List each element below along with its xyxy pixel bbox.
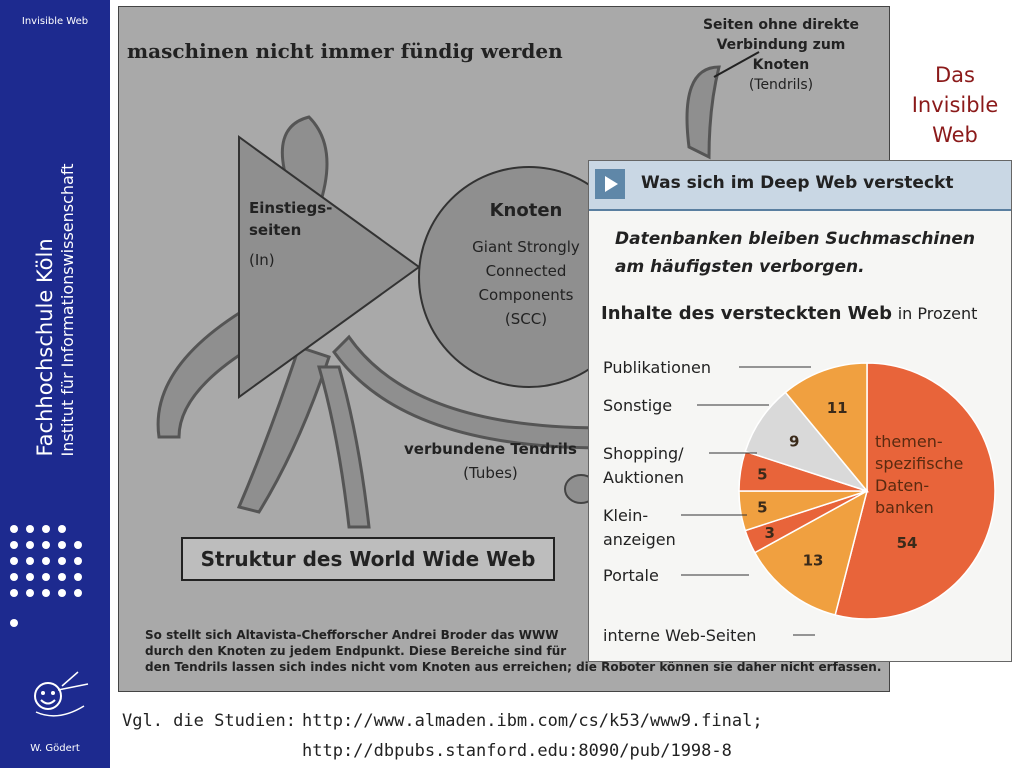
core-line: (SCC) bbox=[504, 310, 548, 328]
dot bbox=[10, 557, 18, 565]
dot bbox=[10, 619, 18, 627]
chart-title-text: Inhalte des versteckten Web bbox=[601, 303, 892, 324]
structure-box: Struktur des World Wide Web bbox=[181, 537, 555, 581]
legend-label: Klein- bbox=[603, 506, 648, 525]
panel-subhead: Datenbanken bleiben Suchmaschinen am häu… bbox=[615, 225, 975, 281]
dot-pattern bbox=[10, 525, 100, 635]
dot bbox=[10, 573, 18, 581]
dot bbox=[26, 589, 34, 597]
tendrils-label-line: Verbindung zum bbox=[716, 37, 846, 53]
in-label-line: seiten bbox=[249, 221, 302, 239]
legend-label: Shopping/ bbox=[603, 444, 684, 463]
slice-value-label: 3 bbox=[764, 524, 774, 542]
slice-value-label: 11 bbox=[827, 399, 848, 417]
legend-label: Publikationen bbox=[603, 358, 711, 377]
core-line: Giant Strongly bbox=[472, 238, 580, 256]
caption-line: den Tendrils lassen sich indes nicht vom… bbox=[145, 660, 882, 674]
dot bbox=[58, 525, 66, 533]
page-title: Das Invisible Web bbox=[911, 63, 999, 147]
play-icon bbox=[595, 169, 625, 199]
tendrils-label: Seiten ohne direkte Verbindung zum Knote… bbox=[703, 15, 859, 95]
citation-label: Vgl. die Studien: bbox=[122, 711, 296, 731]
dot bbox=[58, 573, 66, 581]
slice-inner-label: spezifische bbox=[875, 454, 963, 473]
dot bbox=[42, 541, 50, 549]
institute-name: Institut für Informationswissenschaft bbox=[58, 163, 77, 457]
tubes-sub-label: (Tubes) bbox=[463, 464, 518, 482]
core-line: Components bbox=[478, 286, 574, 304]
pie-slice bbox=[784, 362, 868, 494]
dot bbox=[58, 589, 66, 597]
legend-label: Auktionen bbox=[603, 468, 684, 487]
caption-line: So stellt sich Altavista-Chefforscher An… bbox=[145, 628, 559, 642]
author-label: W. Gödert bbox=[30, 743, 80, 754]
dot bbox=[26, 541, 34, 549]
slice-inner-label: Daten- bbox=[875, 476, 929, 495]
dot bbox=[42, 557, 50, 565]
citation-url[interactable]: http://dbpubs.stanford.edu:8090/pub/1998… bbox=[302, 741, 732, 761]
chart-unit: in Prozent bbox=[897, 304, 978, 323]
citation: Vgl. die Studien: http://www.almaden.ibm.… bbox=[122, 706, 763, 766]
chart-title: Inhalte des versteckten Web in Prozent bbox=[601, 303, 977, 324]
smiley-logo-icon bbox=[18, 662, 94, 722]
tubes-label-title: verbundene Tendrils bbox=[404, 440, 577, 458]
in-label-line: Einstiegs- bbox=[249, 199, 333, 217]
citation-url[interactable]: http://www.almaden.ibm.com/cs/k53/www9.f… bbox=[302, 711, 763, 731]
tendrils-sub-label: (Tendrils) bbox=[748, 77, 814, 93]
pie-slice bbox=[753, 489, 869, 616]
dot bbox=[42, 573, 50, 581]
dot bbox=[42, 525, 50, 533]
legend-label: Portale bbox=[603, 566, 659, 585]
institution-block: Fachhochschule Köln Institut für Informa… bbox=[32, 164, 78, 457]
subhead-line: am häufigsten verborgen. bbox=[615, 257, 865, 277]
figure-title-fragment: maschinen nicht immer fündig werden bbox=[127, 39, 563, 63]
core-label: Knoten Giant Strongly Connected Componen… bbox=[431, 199, 621, 331]
pie-slice bbox=[834, 362, 996, 620]
institution-name: Fachhochschule Köln bbox=[33, 238, 57, 457]
dot bbox=[10, 589, 18, 597]
dot bbox=[42, 589, 50, 597]
figure-caption: So stellt sich Altavista-Chefforscher An… bbox=[145, 627, 885, 675]
slice-value-label: 5 bbox=[757, 465, 767, 483]
dot bbox=[74, 541, 82, 549]
sidebar: Invisible Web Fachhochschule Köln Instit… bbox=[0, 0, 110, 768]
caption-line: durch den Knoten zu jedem Endpunkt. Dies… bbox=[145, 644, 567, 658]
slice-value-label: 54 bbox=[897, 534, 918, 552]
core-line: Connected bbox=[485, 262, 567, 280]
slice-inner-label: themen- bbox=[875, 432, 943, 451]
slice-value-label: 9 bbox=[789, 433, 799, 451]
dot bbox=[26, 525, 34, 533]
dot bbox=[26, 557, 34, 565]
slice-value-label: 13 bbox=[803, 552, 824, 570]
dot bbox=[10, 541, 18, 549]
deep-web-chart-panel: Was sich im Deep Web versteckt Datenbank… bbox=[588, 160, 1012, 662]
dot bbox=[74, 557, 82, 565]
dot bbox=[26, 573, 34, 581]
slice-value-label: 5 bbox=[757, 499, 767, 517]
tendrils-label-line: Knoten bbox=[752, 57, 810, 73]
tubes-label: verbundene Tendrils (Tubes) bbox=[404, 437, 577, 485]
panel-title: Was sich im Deep Web versteckt bbox=[641, 173, 954, 193]
slice-inner-label: banken bbox=[875, 498, 934, 517]
legend-label: anzeigen bbox=[603, 530, 676, 549]
panel-header: Was sich im Deep Web versteckt bbox=[589, 161, 1011, 211]
subhead-line: Datenbanken bleiben Suchmaschinen bbox=[615, 229, 975, 249]
legend-label: interne Web-Seiten bbox=[603, 626, 756, 645]
core-title: Knoten bbox=[489, 200, 563, 221]
legend-label: Sonstige bbox=[603, 396, 672, 415]
sidebar-top-label: Invisible Web bbox=[21, 16, 89, 27]
in-label: Einstiegs- seiten (In) bbox=[249, 197, 332, 271]
dot bbox=[10, 525, 18, 533]
in-sub-label: (In) bbox=[249, 251, 275, 269]
tendrils-label-line: Seiten ohne direkte bbox=[702, 17, 859, 33]
dot bbox=[74, 589, 82, 597]
dot bbox=[74, 573, 82, 581]
dot bbox=[58, 541, 66, 549]
dot bbox=[58, 557, 66, 565]
pie-chart: 54 13 3 5 5 9 11 themen-spezifischeDaten-banken… bbox=[603, 358, 996, 645]
